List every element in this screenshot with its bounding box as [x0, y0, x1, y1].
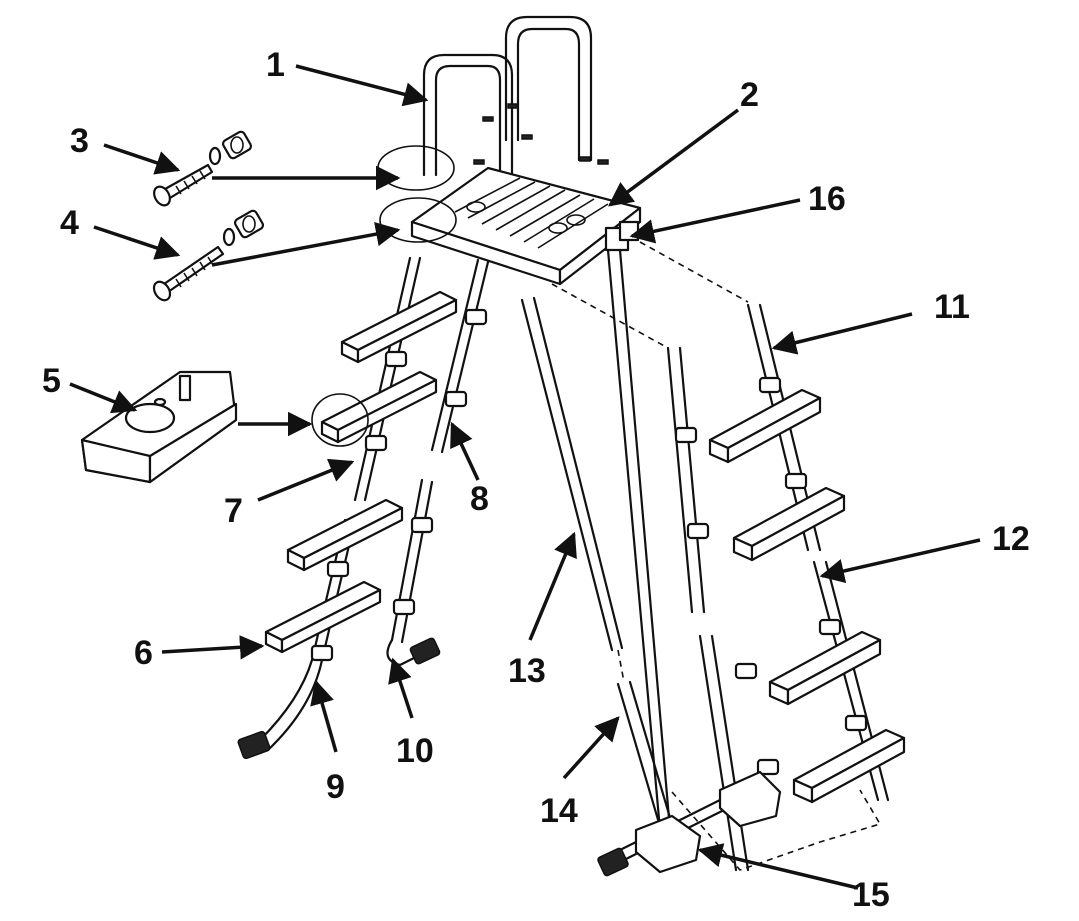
callout-16: 16 [808, 180, 846, 218]
nut-long [233, 209, 265, 239]
callout-9: 9 [326, 768, 345, 806]
callout-13: 13 [508, 652, 546, 690]
callout-12: 12 [992, 520, 1030, 558]
right-step-4 [792, 728, 906, 804]
detail-ellipse-upper [377, 145, 455, 191]
left-clamps [310, 308, 488, 662]
bolt-short [153, 163, 214, 207]
callout-7: 7 [224, 492, 243, 530]
right-step-1 [708, 388, 822, 464]
callout-3: 3 [70, 122, 89, 160]
alignment-line-2 [639, 241, 749, 303]
callout-10: 10 [396, 732, 434, 770]
leader-arrows [69, 64, 981, 890]
step-detail-inset [80, 370, 238, 484]
callout-5: 5 [42, 362, 61, 400]
callout-15: 15 [852, 876, 890, 914]
handrail-right [504, 15, 593, 162]
right-clamps [674, 376, 868, 776]
callout-2: 2 [740, 76, 759, 114]
detail-ellipse-lower [379, 197, 457, 243]
left-step-2 [320, 370, 438, 444]
washer-short [208, 146, 222, 166]
right-rail-front [666, 346, 750, 872]
left-step-4 [264, 580, 382, 654]
nut-short [221, 130, 253, 160]
callout-14: 14 [540, 792, 578, 830]
left-step-3 [286, 498, 404, 572]
top-platform [410, 166, 642, 286]
callout-labels: 1 2 3 4 5 6 7 8 9 10 11 12 13 14 15 16 [42, 46, 1030, 914]
middle-pole-2 [606, 248, 672, 832]
bolt-long [152, 245, 225, 302]
alignment-line-1 [551, 283, 669, 349]
handrail-left [422, 53, 514, 202]
right-step-3 [768, 630, 882, 706]
callout-1: 1 [266, 46, 285, 84]
callout-8: 8 [470, 480, 489, 518]
washer-long [222, 227, 236, 247]
left-step-1 [340, 290, 458, 364]
callout-4: 4 [60, 204, 79, 242]
right-step-2 [732, 486, 846, 562]
callout-6: 6 [134, 634, 153, 672]
callout-11: 11 [934, 288, 970, 326]
base-connector [597, 770, 782, 877]
top-screws [473, 103, 609, 165]
